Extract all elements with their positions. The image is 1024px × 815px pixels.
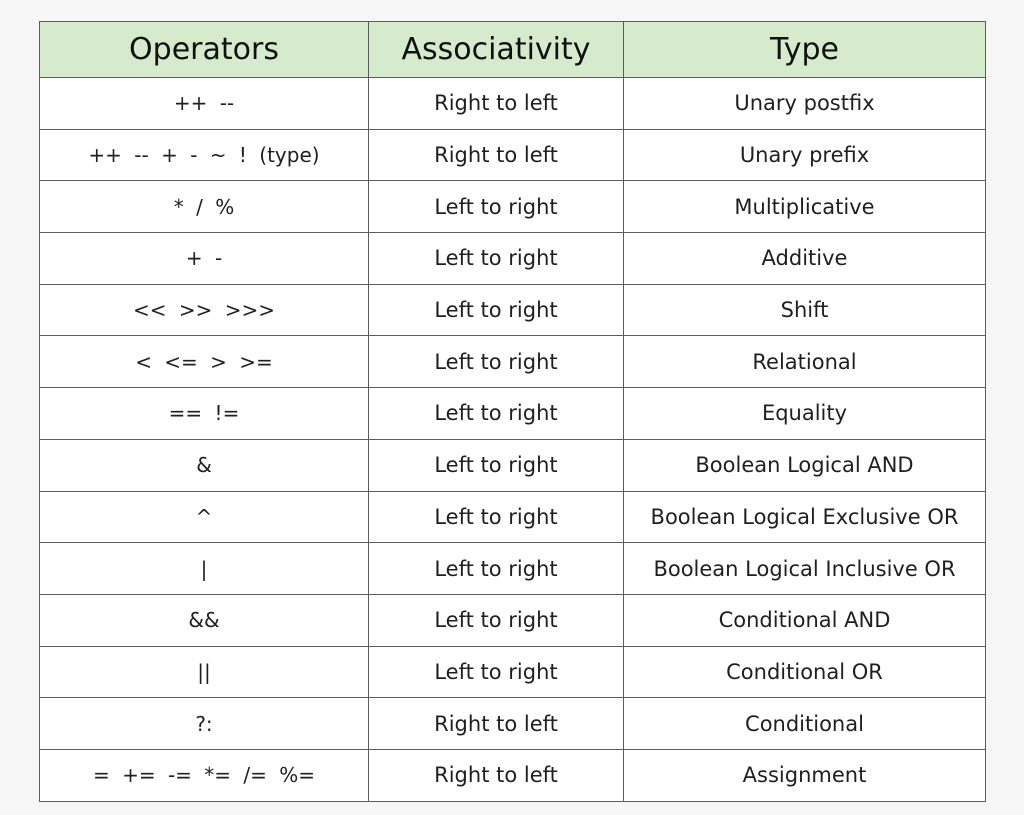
associativity-cell: Right to left bbox=[368, 77, 624, 130]
table-row: | Left to right Boolean Logical Inclusiv… bbox=[39, 542, 986, 595]
operators-cell: << >> >>> bbox=[39, 283, 369, 337]
table-body: ++ -- Right to left Unary postfix ++ -- … bbox=[39, 77, 986, 802]
associativity-cell: Left to right bbox=[368, 387, 624, 440]
type-cell: Boolean Logical Exclusive OR bbox=[623, 490, 986, 544]
type-cell: Boolean Logical AND bbox=[623, 438, 986, 492]
type-cell: Unary prefix bbox=[623, 128, 986, 182]
table-row: = += -= *= /= %= Right to left Assignmen… bbox=[39, 748, 986, 802]
associativity-cell: Left to right bbox=[368, 232, 624, 285]
associativity-cell: Left to right bbox=[368, 645, 624, 699]
operators-cell: == != bbox=[39, 387, 369, 440]
type-cell: Multiplicative bbox=[623, 180, 986, 234]
operators-cell: ^ bbox=[39, 490, 369, 544]
operator-precedence-table: Operators Associativity Type ++ -- Right… bbox=[39, 21, 986, 802]
table-row: == != Left to right Equality bbox=[39, 387, 986, 440]
table-row: ++ -- Right to left Unary postfix bbox=[39, 77, 986, 130]
operators-cell: ?: bbox=[39, 697, 369, 750]
type-cell: Boolean Logical Inclusive OR bbox=[623, 542, 986, 595]
table-row: && Left to right Conditional AND bbox=[39, 593, 986, 647]
table-row: & Left to right Boolean Logical AND bbox=[39, 438, 986, 492]
table-row: || Left to right Conditional OR bbox=[39, 645, 986, 699]
header-type: Type bbox=[623, 21, 986, 78]
header-associativity: Associativity bbox=[368, 21, 624, 78]
type-cell: Additive bbox=[623, 232, 986, 285]
operators-cell: = += -= *= /= %= bbox=[39, 748, 369, 802]
operators-cell: ++ -- + - ~ ! (type) bbox=[39, 128, 369, 182]
type-cell: Relational bbox=[623, 335, 986, 389]
table-row: ^ Left to right Boolean Logical Exclusiv… bbox=[39, 490, 986, 544]
operators-cell: < <= > >= bbox=[39, 335, 369, 389]
operators-cell: * / % bbox=[39, 180, 369, 234]
operators-cell: || bbox=[39, 645, 369, 699]
associativity-cell: Left to right bbox=[368, 283, 624, 337]
associativity-cell: Left to right bbox=[368, 438, 624, 492]
header-row: Operators Associativity Type bbox=[39, 21, 986, 78]
associativity-cell: Left to right bbox=[368, 180, 624, 234]
operators-cell: + - bbox=[39, 232, 369, 285]
table-header: Operators Associativity Type bbox=[39, 21, 986, 78]
operators-cell: | bbox=[39, 542, 369, 595]
type-cell: Conditional OR bbox=[623, 645, 986, 699]
associativity-cell: Right to left bbox=[368, 748, 624, 802]
associativity-cell: Left to right bbox=[368, 542, 624, 595]
type-cell: Equality bbox=[623, 387, 986, 440]
table-row: < <= > >= Left to right Relational bbox=[39, 335, 986, 389]
table-row: ?: Right to left Conditional bbox=[39, 697, 986, 750]
associativity-cell: Left to right bbox=[368, 593, 624, 647]
type-cell: Conditional AND bbox=[623, 593, 986, 647]
header-operators: Operators bbox=[39, 21, 369, 78]
associativity-cell: Left to right bbox=[368, 490, 624, 544]
operators-cell: ++ -- bbox=[39, 77, 369, 130]
associativity-cell: Right to left bbox=[368, 128, 624, 182]
type-cell: Unary postfix bbox=[623, 77, 986, 130]
table-row: << >> >>> Left to right Shift bbox=[39, 283, 986, 337]
table-row: * / % Left to right Multiplicative bbox=[39, 180, 986, 234]
type-cell: Conditional bbox=[623, 697, 986, 750]
table-row: ++ -- + - ~ ! (type) Right to left Unary… bbox=[39, 128, 986, 182]
operators-cell: & bbox=[39, 438, 369, 492]
type-cell: Assignment bbox=[623, 748, 986, 802]
operators-cell: && bbox=[39, 593, 369, 647]
associativity-cell: Left to right bbox=[368, 335, 624, 389]
table-row: + - Left to right Additive bbox=[39, 232, 986, 285]
associativity-cell: Right to left bbox=[368, 697, 624, 750]
type-cell: Shift bbox=[623, 283, 986, 337]
